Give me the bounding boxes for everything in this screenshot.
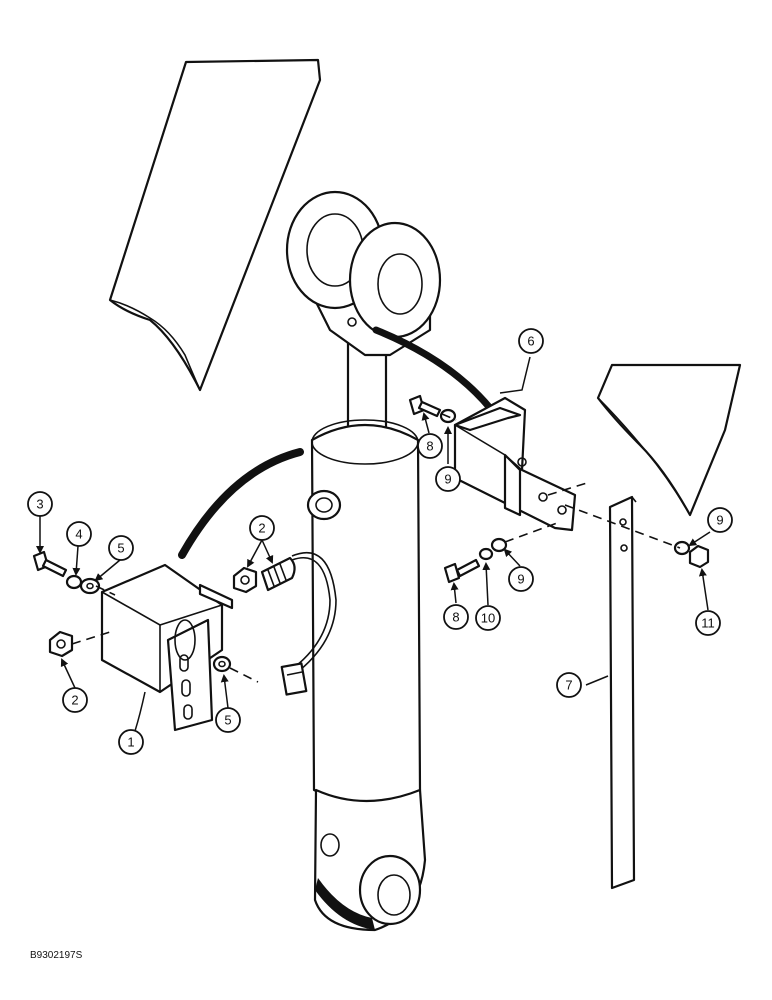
hardware-right bbox=[408, 394, 710, 584]
hydraulic-cylinder bbox=[285, 190, 442, 932]
svg-text:6: 6 bbox=[527, 334, 534, 349]
callout-6: 6 bbox=[518, 328, 544, 354]
strap bbox=[608, 495, 637, 890]
callout-8-upper: 8 bbox=[417, 433, 443, 459]
callout-1: 1 bbox=[118, 729, 144, 755]
sensor-wire bbox=[280, 551, 337, 696]
callout-9-right: 9 bbox=[707, 507, 733, 533]
callout-10: 10 bbox=[475, 605, 501, 631]
svg-text:9: 9 bbox=[517, 572, 524, 587]
figure-code: B9302197S bbox=[30, 950, 83, 961]
hose bbox=[178, 326, 494, 559]
leader-lines bbox=[36, 356, 711, 732]
svg-text:9: 9 bbox=[444, 472, 451, 487]
svg-text:8: 8 bbox=[452, 610, 459, 625]
alignment-lines bbox=[71, 413, 681, 683]
svg-text:10: 10 bbox=[481, 611, 495, 626]
callout-2-nut: 2 bbox=[62, 687, 88, 713]
svg-text:7: 7 bbox=[565, 678, 572, 693]
callout-5-upper: 5 bbox=[108, 535, 134, 561]
callout-2-sensor: 2 bbox=[249, 515, 275, 541]
callout-3: 3 bbox=[27, 491, 53, 517]
svg-text:4: 4 bbox=[75, 527, 82, 542]
callout-4: 4 bbox=[66, 521, 92, 547]
svg-text:5: 5 bbox=[224, 713, 231, 728]
svg-text:2: 2 bbox=[258, 521, 265, 536]
switch-assembly bbox=[100, 563, 234, 732]
svg-text:2: 2 bbox=[71, 693, 78, 708]
svg-text:5: 5 bbox=[117, 541, 124, 556]
svg-text:8: 8 bbox=[426, 439, 433, 454]
callouts: 1 2 2 3 4 5 5 6 bbox=[27, 328, 733, 755]
sensor-probe bbox=[260, 556, 296, 592]
bracket bbox=[453, 396, 577, 532]
svg-text:9: 9 bbox=[716, 513, 723, 528]
loader-arm-right bbox=[596, 363, 742, 517]
callout-11: 11 bbox=[695, 610, 721, 636]
callout-5-lower: 5 bbox=[215, 707, 241, 733]
svg-text:1: 1 bbox=[127, 735, 134, 750]
callout-7: 7 bbox=[556, 672, 582, 698]
svg-text:11: 11 bbox=[701, 616, 715, 631]
callout-8-lower: 8 bbox=[443, 604, 469, 630]
svg-text:3: 3 bbox=[36, 497, 43, 512]
callout-9-lower: 9 bbox=[508, 566, 534, 592]
loader-arm-left bbox=[108, 58, 322, 392]
callout-9-upper: 9 bbox=[435, 466, 461, 492]
